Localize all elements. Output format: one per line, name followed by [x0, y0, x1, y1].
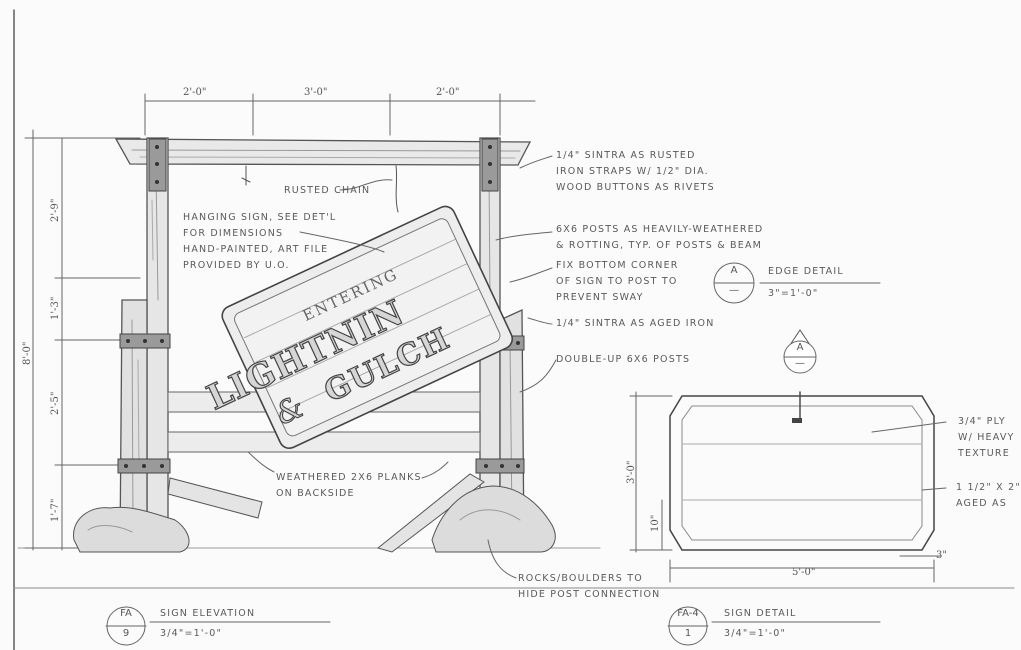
- detail-title: SIGN DETAIL: [724, 608, 797, 619]
- dim-detail-edge: 3": [936, 550, 947, 561]
- section-tag-scale: 3"=1'-0": [768, 288, 819, 299]
- dim-seg-4: 1'-7": [50, 498, 61, 522]
- note-posts: 6X6 POSTS AS HEAVILY-WEATHERED& ROTTING,…: [556, 224, 764, 251]
- dim-overall-height: 8'-0": [22, 341, 33, 365]
- note-aged-iron: 1/4" SINTRA AS AGED IRON: [556, 318, 715, 329]
- elevation-scale: 3/4"=1'-0": [160, 628, 223, 639]
- section-tag-letter: A: [730, 265, 738, 276]
- dim-top-right: 2'-0": [436, 87, 460, 98]
- note-batten: 1 1/2" X 2"AGED AS: [956, 482, 1021, 509]
- dim-detail-height: 3'-0": [626, 460, 637, 484]
- detail-code: FA-4: [677, 608, 699, 619]
- section-tag-title: EDGE DETAIL: [768, 266, 844, 277]
- section-marker-sheet: —: [795, 358, 805, 369]
- dim-detail-inset: 10": [650, 514, 661, 532]
- note-rusted-chain: RUSTED CHAIN: [284, 185, 371, 196]
- dim-seg-2: 1'-3": [50, 296, 61, 320]
- dim-top-mid: 3'-0": [304, 87, 328, 98]
- dim-top-left: 2'-0": [183, 87, 207, 98]
- detail-number: 1: [684, 628, 692, 639]
- dim-detail-width: 5'-0": [792, 567, 816, 578]
- detail-scale: 3/4"=1'-0": [724, 628, 787, 639]
- dim-seg-3: 2'-5": [50, 391, 61, 415]
- dim-seg-1: 2'-9": [50, 198, 61, 222]
- elevation-title: SIGN ELEVATION: [160, 608, 256, 619]
- section-marker-letter: A: [796, 342, 804, 353]
- note-double-up-posts: DOUBLE-UP 6X6 POSTS: [556, 354, 691, 365]
- section-tag-sheet: —: [729, 285, 739, 296]
- elevation-number: 9: [122, 628, 130, 639]
- elevation-code: FA: [120, 608, 132, 619]
